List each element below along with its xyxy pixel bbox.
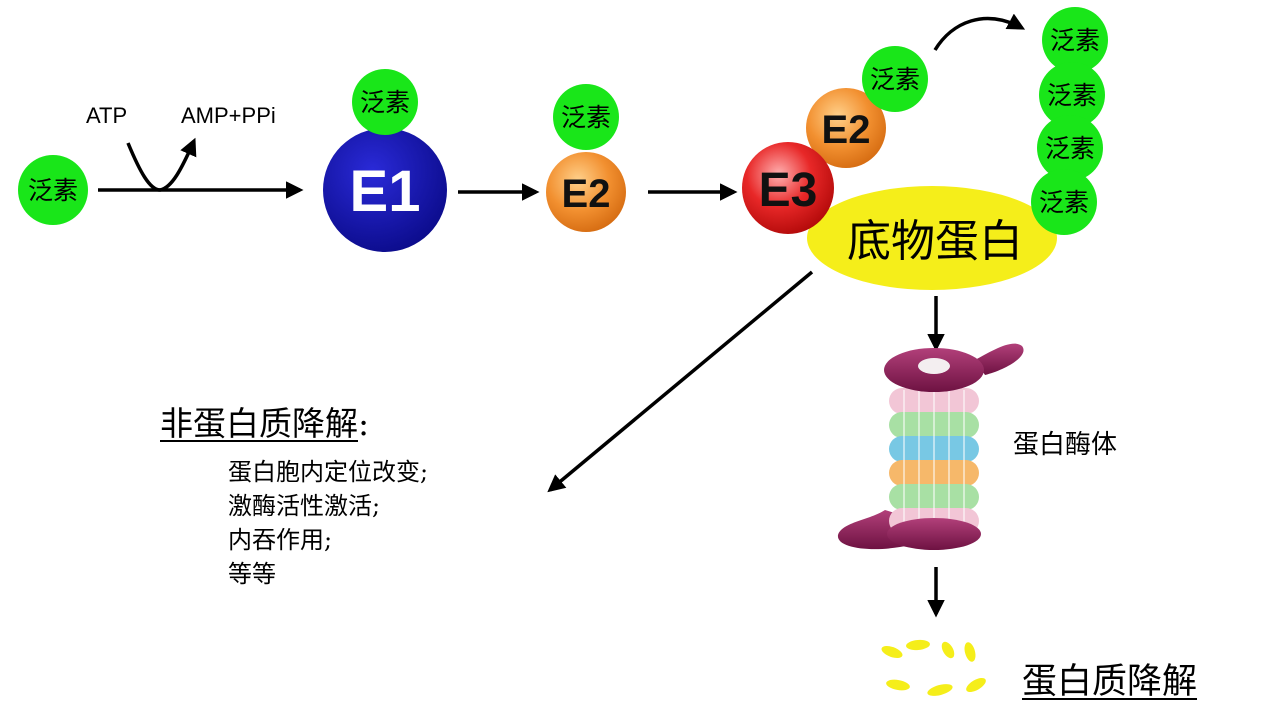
ubiquitin-on-e2: 泛素	[553, 84, 619, 150]
ubiquitin-label: 泛素	[870, 65, 920, 94]
ubiquitin-chain-unit: 泛素	[1031, 169, 1097, 235]
e1-enzyme: E1	[323, 128, 447, 252]
list-item: 蛋白胞内定位改变;	[228, 458, 429, 486]
e1-label: E1	[350, 159, 421, 224]
atp-curve-arrow	[126, 137, 197, 192]
ubiquitin-on-e1: 泛素	[352, 69, 418, 135]
reaction-arrows	[98, 13, 1026, 618]
non-degradation-heading: 非蛋白质降解:	[160, 397, 369, 445]
e2-label: E2	[562, 172, 611, 216]
svg-text:泛素: 泛素	[1047, 81, 1097, 110]
svg-text:泛素: 泛素	[1050, 26, 1100, 55]
ubiquitin-chain-unit: 泛素	[1037, 115, 1103, 181]
atp-label: ATP	[86, 103, 128, 128]
e2-enzyme: E2	[546, 152, 626, 232]
ubiquitin-label: 泛素	[561, 103, 611, 132]
arrow-to-non-degradation	[547, 270, 814, 493]
polyubiquitin-chain: 泛素 泛素 泛素 泛素	[1031, 7, 1108, 235]
e3-label: E3	[759, 164, 818, 217]
amp-ppi-label: AMP+PPi	[181, 103, 276, 128]
list-item: 内吞作用;	[228, 526, 333, 554]
ubiquitin-chain-unit: 泛素	[1039, 62, 1105, 128]
substrate-label: 底物蛋白	[847, 216, 1023, 267]
proteasome-rings	[889, 388, 979, 534]
e3-ligase: E3	[742, 142, 834, 234]
e2-complex: E2	[806, 88, 886, 168]
degradation-label: 蛋白质降解	[1022, 662, 1198, 702]
list-item: 等等	[228, 560, 276, 588]
ubiquitin-label: 泛素	[28, 176, 78, 205]
ubiquitin-free: 泛素	[18, 155, 88, 225]
svg-text:泛素: 泛素	[1045, 134, 1095, 163]
svg-text:泛素: 泛素	[1039, 188, 1089, 217]
ubiquitin-chain-unit: 泛素	[1042, 7, 1108, 73]
substrate-protein: 底物蛋白	[807, 186, 1057, 290]
ubiquitin-on-complex: 泛素	[862, 46, 928, 112]
heading-colon: :	[358, 404, 370, 443]
e2-label: E2	[822, 108, 871, 152]
ubiquitin-label: 泛素	[360, 88, 410, 117]
proteasome-label: 蛋白酶体	[1013, 430, 1118, 460]
heading-text: 非蛋白质降解	[160, 404, 358, 443]
non-degradation-list: 蛋白胞内定位改变; 激酶活性激活; 内吞作用; 等等	[228, 455, 428, 591]
proteasome-image	[837, 343, 1024, 550]
peptide-fragments	[881, 639, 986, 696]
arrow-ub-transfer	[933, 13, 1026, 51]
list-item: 激酶活性激活;	[228, 492, 381, 520]
